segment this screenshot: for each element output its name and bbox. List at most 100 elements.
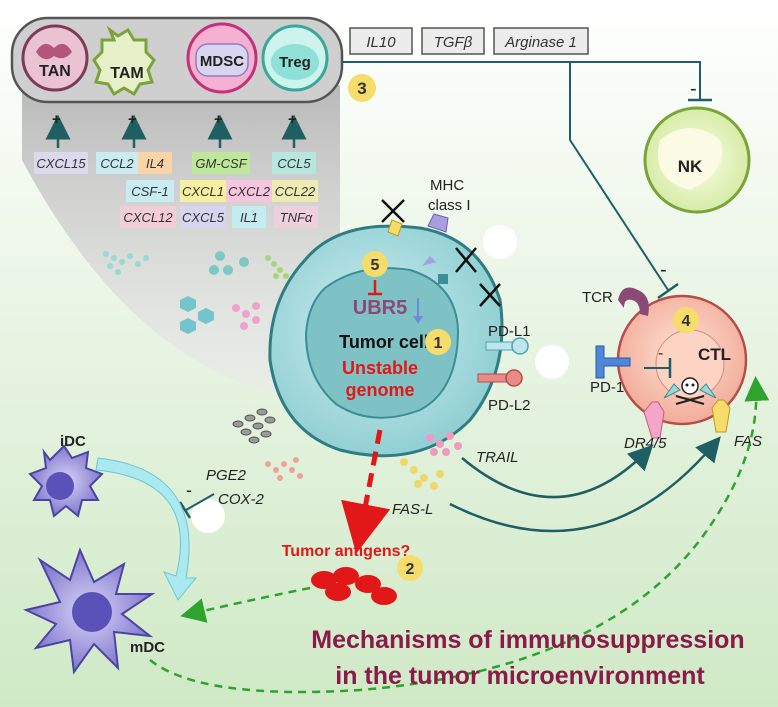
secreted-factors: IL10 TGFβ Arginase 1 [349, 27, 589, 55]
factor-arginase: Arginase 1 [504, 34, 577, 51]
svg-text:4: 4 [682, 313, 691, 330]
step-badge-3: 3 [348, 74, 376, 102]
nk-label: NK [678, 157, 703, 176]
antigen-particles [311, 567, 397, 605]
svg-text:+: + [214, 111, 223, 128]
inhibit-line-ctl [569, 62, 669, 291]
pdl2-receptor [477, 369, 523, 387]
treg-label: Treg [279, 54, 311, 71]
tumor-cell-label: Tumor cell [339, 332, 429, 352]
tcr-label: TCR [582, 289, 613, 306]
factor-tgfb: TGFβ [434, 34, 473, 51]
cox2-dots [265, 457, 303, 481]
mdc-label: mDC [130, 639, 165, 656]
tan-cell: TAN [21, 24, 89, 92]
cytokine-cxcl2: CXCL2 [228, 184, 271, 199]
dr45-receptor [643, 401, 665, 439]
fasl-label: FAS-L [392, 501, 433, 518]
mhc-class-label: class I [428, 197, 471, 214]
cytokine-row-2: CSF-1 CXCL1 CXCL2 CCL22 [126, 180, 318, 202]
dr45-label: DR4/5 [624, 435, 667, 452]
step-badge-2: 2 [397, 555, 423, 581]
svg-text:+: + [288, 111, 297, 128]
mdc-cell [22, 547, 156, 675]
cytokine-cxcl1: CXCL1 [182, 184, 224, 199]
svg-text:1: 1 [434, 335, 443, 352]
cytokine-ccl22: CCL22 [275, 184, 316, 199]
nk-cell: NK [643, 106, 751, 214]
fasl-arrow [449, 436, 721, 533]
unstable-label: Unstable [342, 358, 418, 378]
title-line-1: Mechanisms of immunosuppression [311, 626, 744, 654]
cox2-inhibit-line [185, 493, 215, 511]
cytokine-il4: IL4 [146, 156, 164, 171]
pge2-label: PGE2 [206, 467, 247, 484]
minus-nk: - [690, 78, 697, 100]
cytokine-row-3: CXCL12 CXCL5 IL1 TNFα [120, 206, 318, 228]
cytokine-dots [103, 251, 289, 334]
treg-cell: Treg [261, 24, 329, 92]
pd1-receptor [595, 345, 631, 379]
cytokine-cxcl5: CXCL5 [182, 210, 225, 225]
svg-text:2: 2 [406, 561, 415, 578]
idc-cell [28, 444, 104, 518]
svg-text:5: 5 [371, 257, 380, 274]
mdc-to-ctl-arrow [149, 376, 770, 694]
cytokine-csf1: CSF-1 [131, 184, 169, 199]
pd1-label: PD-1 [590, 379, 624, 396]
inhibit-bar-ctl [657, 282, 679, 300]
inhibit-line-nk [342, 61, 701, 100]
trail-label: TRAIL [476, 449, 519, 466]
svg-text:3: 3 [357, 79, 366, 98]
pdl1-label: PD-L1 [488, 323, 531, 340]
minus-cox2: - [186, 480, 192, 500]
step-badge-1: 1 [425, 329, 451, 355]
antigen-arrow [341, 429, 391, 554]
title-line-2: in the tumor microenvironment [335, 662, 705, 690]
cytokine-ccl2: CCL2 [100, 156, 134, 171]
mdsc-cell: MDSC [186, 22, 258, 94]
genome-label: genome [345, 380, 414, 400]
svg-text:+: + [52, 111, 61, 128]
ctl-cell [616, 294, 748, 426]
cytokine-row-1: CXCL15 CCL2 IL4 GM-CSF CCL5 [34, 152, 316, 174]
tam-cell: TAM [92, 25, 156, 97]
antigen-to-mdc-arrow [180, 586, 311, 623]
ubr5-label: UBR5 [353, 297, 407, 319]
tam-label: TAM [110, 65, 143, 82]
mdsc-label: MDSC [200, 53, 244, 70]
factor-il10: IL10 [366, 34, 396, 51]
pge2-dots [232, 408, 276, 444]
cytokine-tnfa: TNFα [280, 210, 313, 225]
skull-icon [675, 377, 705, 405]
recruit-arrows: + + + + [45, 111, 307, 148]
tumor-antigens-label: Tumor antigens? [282, 543, 411, 560]
tcr-receptor [618, 287, 649, 316]
fas-label: FAS [734, 433, 762, 450]
cytokine-cxcl15: CXCL15 [36, 156, 86, 171]
step-badge-4: 4 [673, 307, 699, 333]
cytokine-il1: IL1 [240, 210, 258, 225]
pdl2-label: PD-L2 [488, 397, 531, 414]
cox2-label: COX-2 [218, 491, 265, 508]
step-badge-5: 5 [362, 251, 388, 277]
trail-arrow [461, 444, 654, 499]
cytokine-cxcl12: CXCL12 [123, 210, 173, 225]
fasl-dots [400, 458, 444, 490]
minus-ctl: - [660, 259, 667, 281]
cytokine-gmcsf: GM-CSF [195, 156, 247, 171]
ctl-label: CTL [698, 345, 731, 364]
pdl1-receptor [485, 337, 529, 355]
mhc-label: MHC [430, 177, 464, 194]
minus-pd1: - [658, 345, 663, 362]
suppressor-cell-panel [10, 16, 344, 104]
white-spheres [191, 225, 569, 533]
maturation-arrow [95, 457, 198, 601]
fas-receptor [711, 399, 731, 433]
cytokine-ccl5: CCL5 [277, 156, 311, 171]
trail-dots [426, 432, 462, 456]
tumor-receptors [381, 199, 501, 307]
tan-label: TAN [39, 63, 71, 80]
